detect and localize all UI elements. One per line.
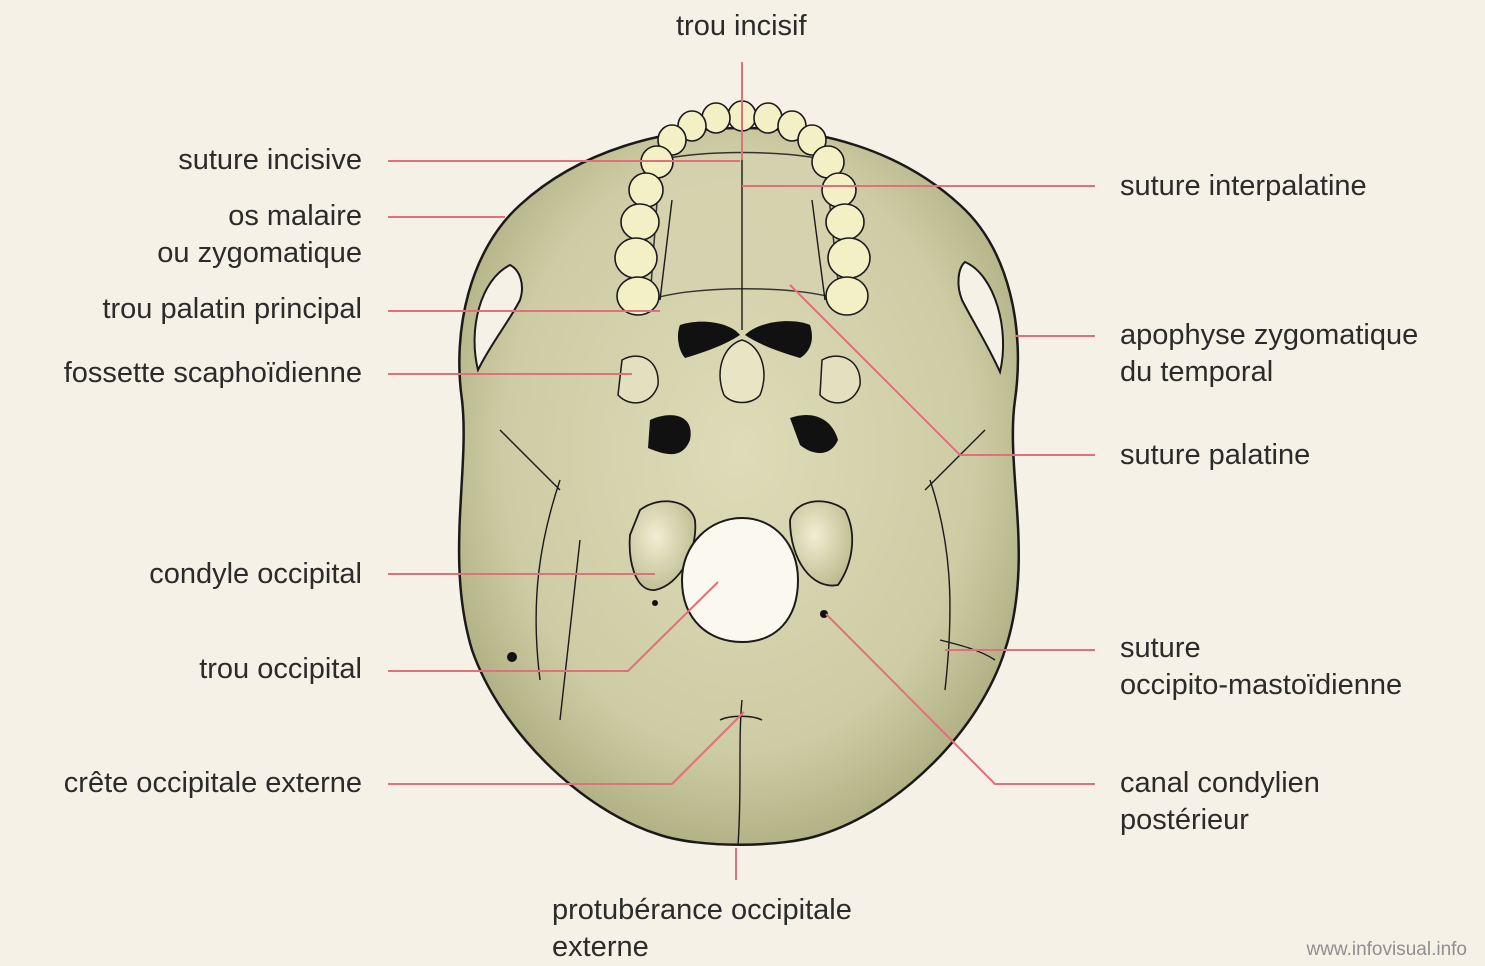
foramen-lacerum-left bbox=[648, 415, 691, 454]
label-protuberance: protubérance occipitale externe bbox=[552, 892, 852, 966]
label-trou-palatin: trou palatin principal bbox=[20, 291, 362, 328]
label-os-malaire-line2: ou zygomatique bbox=[60, 235, 362, 272]
label-canal-line2: postérieur bbox=[1120, 802, 1320, 839]
label-suture-om-line2: occipito-mastoïdienne bbox=[1120, 667, 1402, 704]
label-trou-occipital: trou occipital bbox=[60, 651, 362, 688]
watermark: www.infovisual.info bbox=[1306, 939, 1467, 961]
foramen-magnum bbox=[682, 518, 798, 642]
label-suture-om-line1: suture bbox=[1120, 630, 1402, 667]
label-trou-incisif: trou incisif bbox=[676, 8, 807, 45]
label-protuberance-line2: externe bbox=[552, 929, 852, 966]
label-crete: crête occipitale externe bbox=[8, 765, 362, 802]
label-suture-incisive: suture incisive bbox=[80, 142, 362, 179]
label-apophyse-line1: apophyse zygomatique bbox=[1120, 317, 1418, 354]
label-fossette: fossette scaphoïdienne bbox=[8, 355, 362, 392]
label-suture-interpalatine: suture interpalatine bbox=[1120, 168, 1367, 205]
fossa-left bbox=[618, 356, 658, 403]
small-foramen-2 bbox=[652, 600, 658, 606]
label-os-malaire-line1: os malaire bbox=[60, 198, 362, 235]
label-canal-line1: canal condylien bbox=[1120, 765, 1320, 802]
label-condyle: condyle occipital bbox=[60, 556, 362, 593]
label-suture-palatine: suture palatine bbox=[1120, 437, 1310, 474]
label-apophyse: apophyse zygomatique du temporal bbox=[1120, 317, 1418, 391]
label-apophyse-line2: du temporal bbox=[1120, 354, 1418, 391]
fossa-right bbox=[820, 356, 860, 403]
label-protuberance-line1: protubérance occipitale bbox=[552, 892, 852, 929]
label-os-malaire: os malaire ou zygomatique bbox=[60, 198, 362, 272]
small-foramen-left bbox=[507, 652, 517, 662]
palate bbox=[650, 153, 840, 301]
label-suture-occipito-mastoidienne: suture occipito-mastoïdienne bbox=[1120, 630, 1402, 704]
label-canal-condylien: canal condylien postérieur bbox=[1120, 765, 1320, 839]
